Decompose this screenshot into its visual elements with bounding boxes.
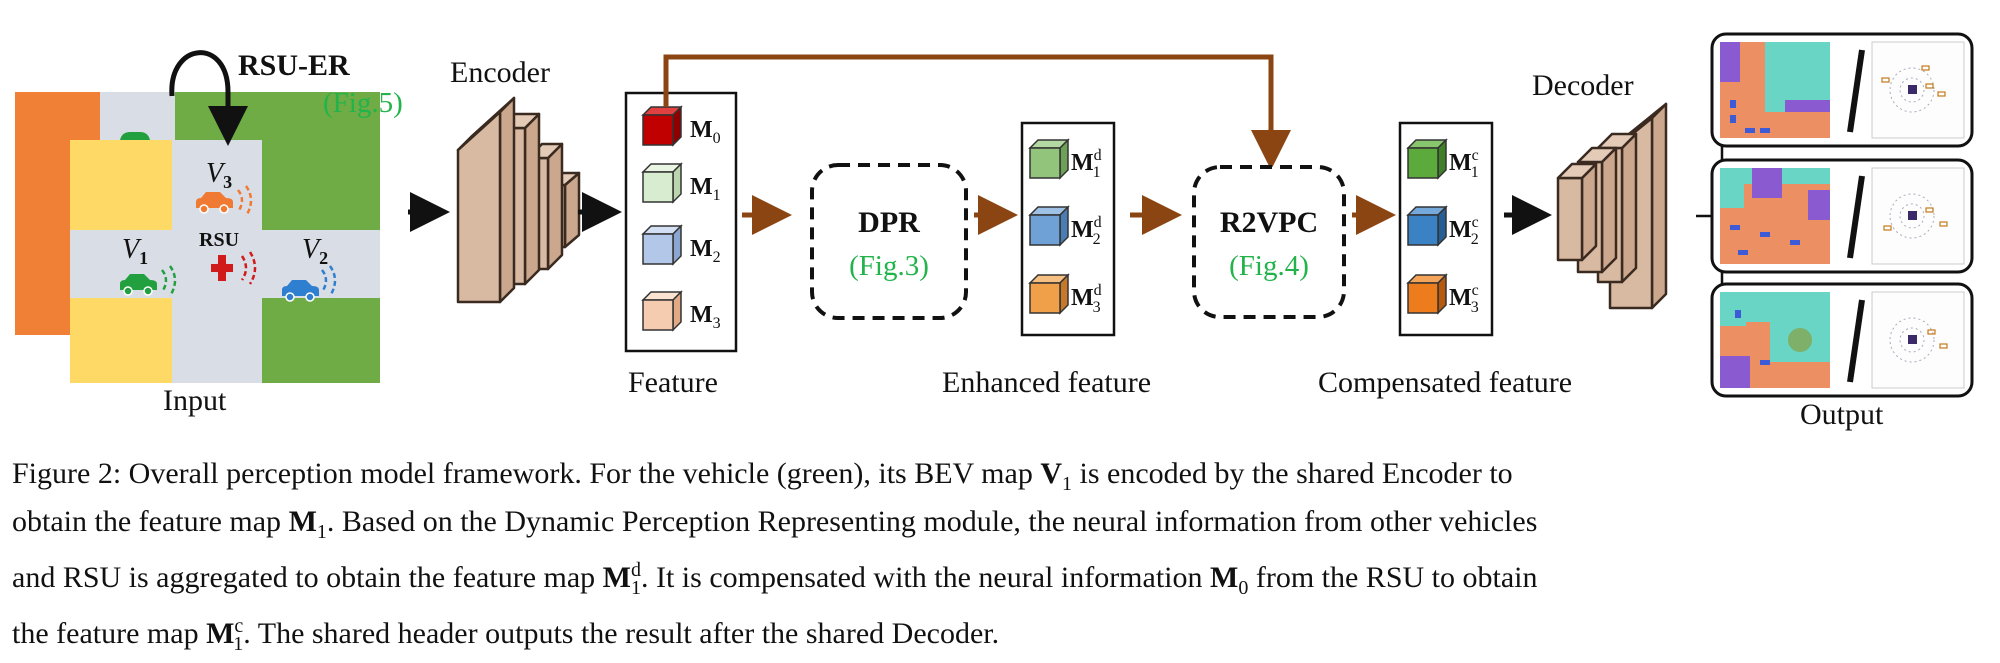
- cube-mc1-icon: [1406, 138, 1448, 180]
- cube-md2-icon: [1028, 205, 1070, 247]
- enhanced-feature-label: Enhanced feature: [942, 366, 1151, 399]
- caption-text-6: . It is compensated with the neural info…: [640, 561, 1203, 594]
- map-block-yellow-bottom: [70, 298, 172, 383]
- caption-math-mc1: Mc1: [206, 615, 244, 655]
- car-blue-icon: [282, 280, 319, 302]
- caption-text-8: the feature map: [12, 617, 199, 650]
- caption-math-m0: M0: [1210, 561, 1249, 599]
- r2vpc-module[interactable]: [1192, 165, 1346, 319]
- compensated-feature-label: Compensated feature: [1318, 366, 1572, 399]
- feature-label: Feature: [628, 366, 718, 399]
- rsu-er-title: RSU-ER: [238, 49, 350, 82]
- signal-green-icon: [160, 265, 177, 297]
- r2vpc-ref: (Fig.4): [1229, 250, 1309, 282]
- caption-line-1: Figure 2: Overall perception model frame…: [12, 455, 1987, 503]
- caption-text-5: and RSU is aggregated to obtain the feat…: [12, 561, 596, 594]
- input-label: Input: [163, 384, 227, 417]
- output-panel-1: [1710, 32, 1974, 148]
- v2-label: V2: [302, 234, 328, 268]
- cube-m0-icon: [641, 105, 683, 147]
- decoder-block: [1556, 102, 1668, 310]
- caption-figure-number: Figure 2:: [12, 457, 122, 490]
- hidden-car-icon: [120, 132, 150, 140]
- caption-math-v1: V1: [1040, 457, 1072, 495]
- feature-item-m1: M1: [690, 174, 721, 204]
- figure-caption: Figure 2: Overall perception model frame…: [12, 455, 1987, 663]
- output-panel-2: [1710, 158, 1974, 274]
- caption-text-9: . The shared header outputs the result a…: [243, 617, 1000, 650]
- cube-m1-icon: [641, 162, 683, 204]
- caption-text-2: is encoded by the shared Encoder to: [1079, 457, 1513, 490]
- input-bev-maps: [15, 92, 380, 383]
- signal-red-icon: [240, 251, 257, 285]
- caption-text-1: Overall perception model framework. For …: [128, 457, 1033, 490]
- rsu-icon: [211, 255, 233, 281]
- encoder-label: Encoder: [450, 56, 550, 89]
- dpr-ref: (Fig.3): [849, 250, 929, 282]
- cube-m3-icon: [641, 290, 683, 332]
- framework-diagram: RSU-ER (Fig.5) V3 V1 RSU V2 Input Encode…: [15, 32, 1974, 431]
- caption-line-3: and RSU is aggregated to obtain the feat…: [12, 551, 1987, 607]
- v3-label: V3: [206, 158, 232, 192]
- caption-line-4: the feature map Mc1. The shared header o…: [12, 607, 1987, 663]
- arrow-m0-to-r2vpc: [663, 54, 1291, 170]
- cube-mc3-icon: [1406, 273, 1448, 315]
- cube-mc2-icon: [1406, 205, 1448, 247]
- cube-m2-icon: [641, 224, 683, 266]
- signal-orange-icon: [236, 185, 253, 217]
- map-block-green-top: [262, 140, 380, 230]
- output-panel-3: [1710, 282, 1974, 398]
- feature-item-m3: M3: [690, 302, 721, 332]
- car-orange-icon: [196, 192, 233, 214]
- encoder-block: [456, 96, 581, 304]
- map-block-yellow-top: [70, 140, 172, 230]
- caption-text-4: . Based on the Dynamic Perception Repres…: [326, 505, 1538, 538]
- signal-blue-icon: [320, 265, 337, 297]
- map-block-green-bottom: [262, 298, 380, 383]
- feature-item-m2: M2: [690, 236, 721, 266]
- caption-text-3: obtain the feature map: [12, 505, 282, 538]
- dpr-module[interactable]: [810, 163, 968, 320]
- decoder-label: Decoder: [1532, 69, 1634, 102]
- car-green-icon: [120, 274, 157, 296]
- feature-item-m0: M0: [690, 117, 721, 147]
- output-label: Output: [1800, 398, 1884, 431]
- caption-text-7: from the RSU to obtain: [1255, 561, 1538, 594]
- caption-math-m1: M1: [288, 505, 327, 543]
- caption-math-md1: Md1: [602, 559, 641, 599]
- rsu-er-arrow: [169, 50, 248, 146]
- r2vpc-title: R2VPC: [1220, 206, 1318, 239]
- rsu-er-ref: (Fig.5): [323, 87, 403, 119]
- caption-line-2: obtain the feature map M1. Based on the …: [12, 503, 1987, 551]
- cube-md3-icon: [1028, 273, 1070, 315]
- dpr-title: DPR: [858, 206, 920, 239]
- lidar-map: [1871, 41, 1965, 139]
- v1-label: V1: [122, 234, 148, 268]
- rsu-label: RSU: [199, 229, 239, 251]
- cube-md1-icon: [1028, 138, 1070, 180]
